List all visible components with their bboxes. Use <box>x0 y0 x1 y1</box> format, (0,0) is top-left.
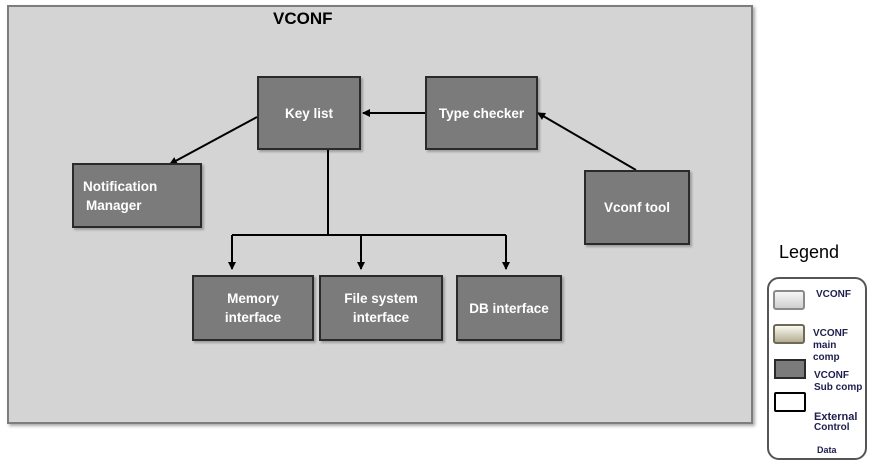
legend-label-main-comp: VCONF main comp <box>813 328 848 363</box>
edge-vconftool-typechecker <box>537 112 637 171</box>
edge-keylist-notification <box>169 116 258 165</box>
node-vconf-tool: Vconf tool <box>584 170 690 245</box>
node-memory-line1: Memory <box>227 291 279 306</box>
legend-label-vconf: VCONF <box>816 289 851 300</box>
node-memory-line2: interface <box>224 310 282 325</box>
node-notification-manager: Notification Manager <box>72 163 202 228</box>
node-key-list: Key list <box>257 76 361 150</box>
legend-label-external: External <box>814 411 858 423</box>
node-type-checker: Type checker <box>425 76 538 150</box>
node-notification-line2: Manager <box>86 197 142 213</box>
legend-swatch-vconf <box>773 290 805 310</box>
legend-label-control: Control <box>814 422 850 433</box>
node-filesystem-line2: interface <box>352 310 410 325</box>
diagram-title: VCONF <box>273 9 333 28</box>
legend-swatch-sub-comp <box>774 359 806 379</box>
legend-swatch-main-comp <box>773 324 805 344</box>
legend-label-sub-comp: VCONF Sub comp <box>814 370 863 393</box>
node-memory-interface: Memory interface <box>192 275 314 341</box>
legend-label-data: Data <box>817 445 837 455</box>
legend-title: Legend <box>779 242 840 262</box>
node-file-system-interface: File system interface <box>319 275 443 341</box>
node-filesystem-line1: File system <box>344 291 418 306</box>
node-notification-line1: Notification <box>83 178 158 194</box>
node-db-interface: DB interface <box>456 275 562 341</box>
legend-swatch-external <box>774 392 806 412</box>
